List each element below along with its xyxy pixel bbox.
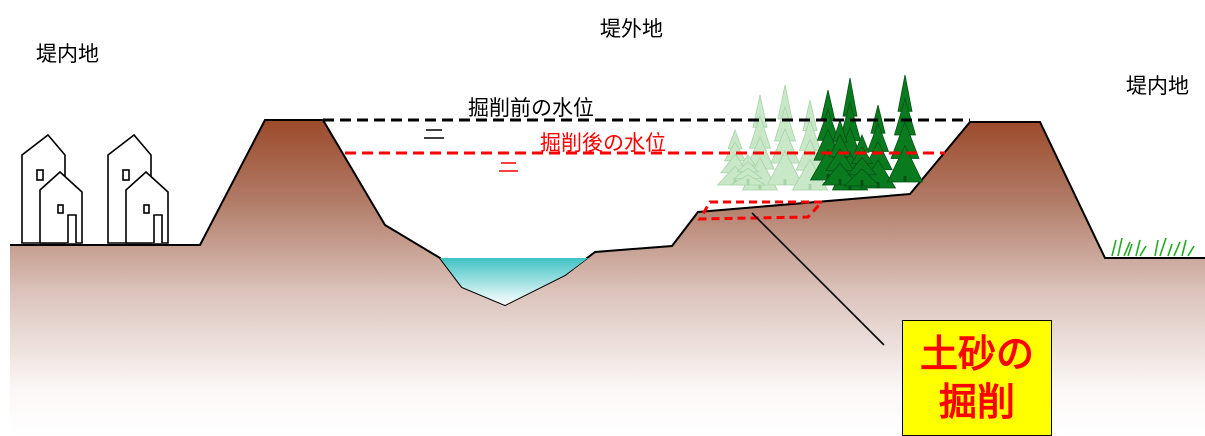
tree-icon: [791, 99, 829, 191]
water-level-mark-icon: [499, 162, 518, 172]
grass-icon: [1111, 237, 1195, 257]
center-land-label: 堤外地: [600, 17, 663, 41]
water-level-after-label: 掘削後の水位: [540, 131, 666, 155]
tree-icon: [729, 154, 767, 186]
house-icon: [21, 133, 83, 244]
excavation-callout-box: 土砂の 掘削: [902, 320, 1052, 436]
callout-line-1: 土砂の: [919, 332, 1034, 376]
tree-icon: [821, 118, 859, 186]
excavation-area-outline: [697, 200, 826, 221]
house-icon: [107, 133, 169, 244]
river-water: [440, 258, 588, 305]
tree-icon: [843, 133, 881, 187]
tree-icon: [886, 74, 924, 183]
water-level-before-label: 掘削前の水位: [468, 96, 594, 120]
water-level-mark-icon: [424, 129, 444, 139]
callout-line-2: 掘削: [938, 380, 1015, 424]
callout-leader-line: [751, 212, 885, 346]
forest: [716, 74, 924, 191]
right-land-label: 堤内地: [1126, 74, 1189, 98]
left-land-label: 堤内地: [36, 42, 99, 66]
